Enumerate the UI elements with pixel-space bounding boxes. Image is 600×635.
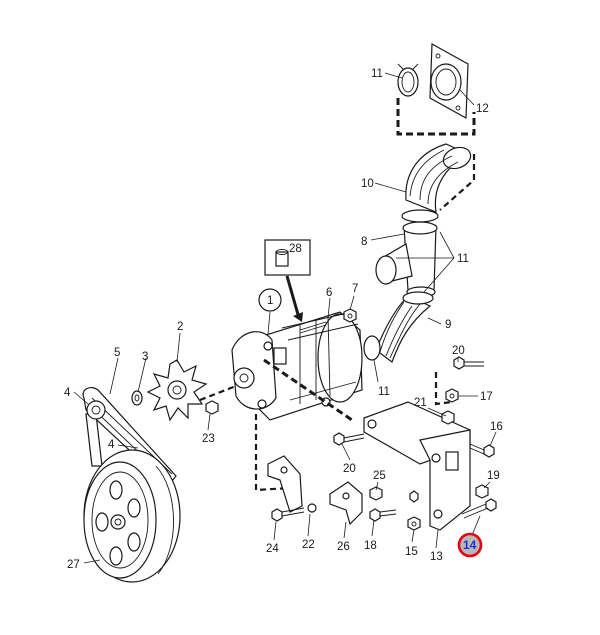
nut-7 — [343, 308, 357, 323]
leader-lines — [73, 72, 497, 564]
callout-9: 9 — [445, 319, 451, 331]
callout-11-mid: 11 — [457, 253, 469, 265]
nut-19 — [475, 484, 489, 499]
bolt-20-top — [453, 356, 484, 370]
callout-19: 19 — [487, 470, 500, 482]
nut-17 — [445, 388, 459, 403]
callout-6: 6 — [326, 287, 332, 299]
arrow-to-alternator — [285, 275, 301, 319]
crankshaft-pulley — [83, 449, 181, 583]
callout-22: 22 — [302, 539, 315, 551]
callout-18: 18 — [364, 540, 377, 552]
nut-21 — [441, 410, 455, 425]
callout-labels: 11 12 10 8 11 28 1 6 7 9 2 5 3 4 11 20 1… — [64, 68, 503, 571]
bolt-20-lower — [333, 432, 365, 446]
callout-17: 17 — [480, 391, 493, 403]
highlighted-callout-14[interactable]: 14 — [457, 532, 483, 558]
callout-10: 10 — [361, 178, 374, 190]
callout-8: 8 — [361, 236, 367, 248]
intake-flange — [429, 43, 469, 119]
bracket-26 — [329, 481, 363, 526]
dashed-line-alternator-bracket — [263, 358, 353, 422]
callout-7: 7 — [352, 283, 358, 295]
dashed-line-lower-left — [254, 414, 291, 492]
dashed-assembly-line-top — [396, 98, 476, 136]
alternator — [231, 311, 363, 421]
callout-20-top: 20 — [452, 345, 465, 357]
callout-14: 14 — [463, 538, 477, 552]
callout-25: 25 — [373, 470, 386, 482]
callout-15: 15 — [405, 546, 418, 558]
callout-4-top: 4 — [64, 387, 71, 399]
intake-hose — [401, 143, 472, 223]
nut-23 — [205, 400, 219, 415]
washer-dash — [409, 490, 419, 503]
nut-25 — [369, 486, 383, 501]
callout-28: 28 — [289, 243, 302, 255]
callout-27: 27 — [67, 559, 80, 571]
callout-2: 2 — [177, 321, 183, 333]
callout-11-top: 11 — [371, 68, 383, 80]
fan — [146, 359, 208, 422]
bolt-18 — [369, 508, 397, 522]
mounting-bracket — [363, 401, 471, 531]
dashed-shaft-line — [199, 384, 237, 402]
callout-3: 3 — [142, 351, 148, 363]
inset-box-part-28 — [264, 239, 311, 276]
tension-bracket — [267, 455, 317, 513]
highlight-ring — [457, 532, 483, 558]
callout-20-lower: 20 — [343, 463, 356, 475]
callout-13: 13 — [430, 551, 443, 563]
bolt-24 — [271, 507, 305, 522]
callout-5: 5 — [114, 347, 120, 359]
bolt-top — [299, 321, 327, 334]
callout-24: 24 — [266, 543, 279, 555]
callout-26: 26 — [337, 541, 350, 553]
hose-clamp-top — [397, 63, 419, 97]
bolt-16 — [469, 443, 495, 458]
dashed-line-right-bracket — [434, 372, 453, 406]
callout-circle-1 — [258, 288, 282, 312]
y-pipe — [375, 221, 438, 298]
callout-16: 16 — [490, 421, 503, 433]
dashed-assembly-line-right — [439, 154, 476, 211]
callout-1: 1 — [267, 295, 273, 307]
callout-4-mid: 4 — [108, 439, 115, 451]
callout-12: 12 — [476, 103, 489, 115]
nut-15 — [407, 516, 421, 531]
callout-21: 21 — [414, 397, 427, 409]
callout-11-low: 11 — [378, 386, 390, 398]
lower-hose — [363, 291, 434, 363]
callout-23: 23 — [202, 433, 215, 445]
bolt-14 — [461, 498, 497, 519]
washer-3 — [131, 390, 143, 406]
